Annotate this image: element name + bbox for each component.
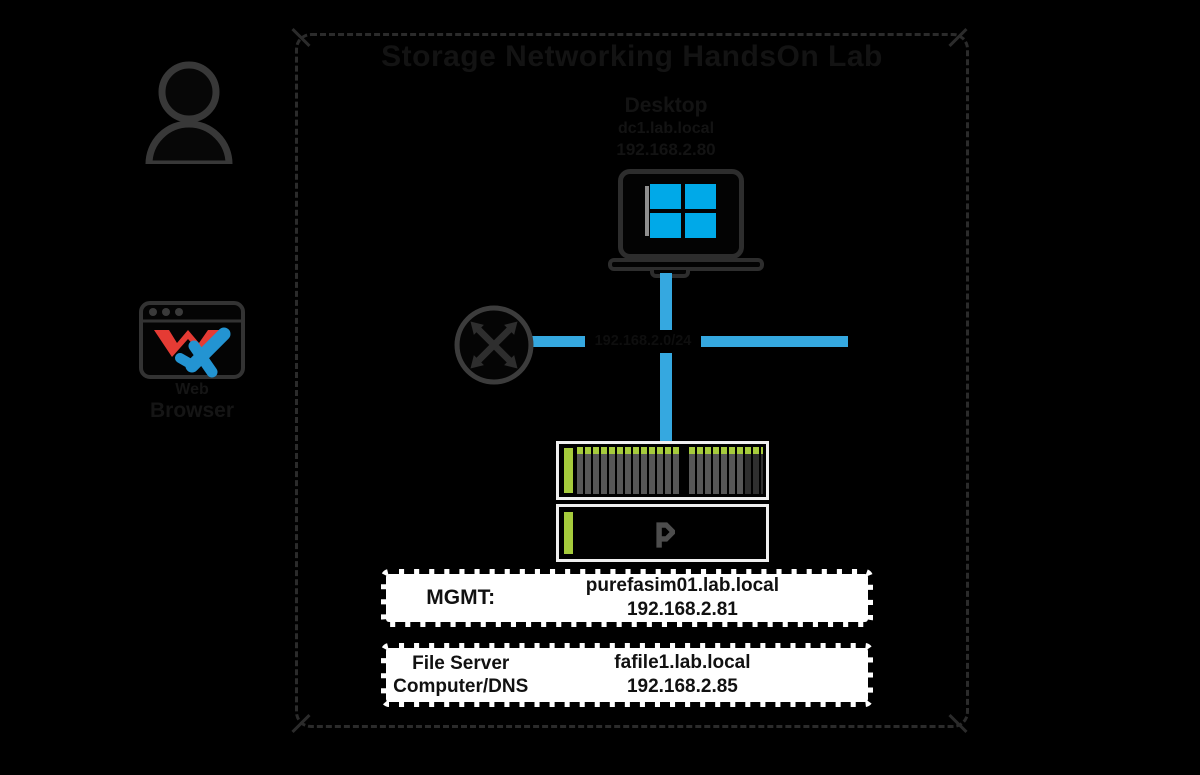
person-icon (143, 52, 235, 168)
browser-window-icon (138, 300, 246, 380)
browser-caption: Web Browser (112, 381, 272, 422)
drive-slot (713, 447, 719, 494)
laptop-icon (618, 169, 744, 259)
file-server-hostname: fafile1.lab.local (614, 652, 751, 673)
file-server-values: fafile1.lab.local 192.168.2.85 (535, 651, 829, 699)
file-server-label-line2: Computer/DNS (393, 676, 529, 697)
mgmt-hostname: purefasim01.lab.local (585, 575, 780, 596)
bezel-bar (564, 512, 573, 554)
drive-slot (689, 447, 695, 494)
pure-storage-logo-icon (655, 522, 675, 548)
drive-bay (577, 447, 763, 494)
drive-slot (625, 447, 631, 494)
drive-slot (705, 447, 711, 494)
mgmt-info-box: MGMT: purefasim01.lab.local 192.168.2.81 (381, 569, 873, 627)
browser-caption-line1: Web (175, 381, 209, 398)
desktop-ip: 192.168.2.80 (616, 140, 716, 159)
drive-slot (649, 447, 655, 494)
flasharray-controller-icon (556, 504, 769, 562)
file-server-label-line1: File Server (412, 653, 510, 674)
desktop-hostname: dc1.lab.local (617, 120, 715, 137)
window-button-icon (162, 308, 170, 316)
window-button-icon (149, 308, 157, 316)
bezel-bar (564, 448, 573, 493)
drive-slot (721, 447, 727, 494)
drive-slot (665, 447, 671, 494)
red-blue-logo-icon (154, 327, 231, 378)
drive-slot (697, 447, 703, 494)
desktop-node-labels: Desktop dc1.lab.local 192.168.2.80 (563, 94, 769, 160)
drive-slot (593, 447, 599, 494)
lab-title: Storage Networking HandsOn Lab (381, 40, 883, 73)
windows-logo-edge (645, 186, 649, 236)
browser-caption-line2: Browser (149, 399, 235, 422)
drive-slot (585, 447, 591, 494)
drive-slot (577, 447, 583, 494)
windows-logo-icon (650, 184, 716, 238)
network-segment-label: 192.168.2.0/24 (585, 330, 701, 353)
mgmt-ip: 192.168.2.81 (626, 599, 738, 620)
file-server-info-box: File Server Computer/DNS fafile1.lab.loc… (381, 643, 873, 707)
drive-slot (633, 447, 639, 494)
window-button-icon (175, 308, 183, 316)
windows-pane (685, 184, 716, 209)
windows-pane (685, 213, 716, 238)
network-switch-icon (452, 303, 536, 387)
drive-slot (761, 447, 763, 494)
drive-slot (641, 447, 647, 494)
lab-boundary-box (295, 33, 969, 728)
windows-pane (650, 213, 681, 238)
drive-slot (753, 447, 759, 494)
drive-slot (745, 447, 751, 494)
drive-slot (617, 447, 623, 494)
file-server-ip: 192.168.2.85 (626, 676, 738, 697)
drive-slot (657, 447, 663, 494)
flasharray-shelf-icon (556, 441, 769, 500)
drive-slot (737, 447, 743, 494)
mgmt-label-text: MGMT: (426, 586, 496, 609)
drive-slot (609, 447, 615, 494)
file-server-label: File Server Computer/DNS (386, 652, 535, 698)
desktop-name: Desktop (624, 94, 708, 117)
drive-slot (673, 447, 679, 494)
vertical-network-link (660, 273, 672, 442)
windows-pane (650, 184, 681, 209)
drive-slot (729, 447, 735, 494)
laptop-base (608, 258, 764, 271)
mgmt-label: MGMT: (386, 586, 535, 610)
mgmt-values: purefasim01.lab.local 192.168.2.81 (535, 574, 829, 622)
drive-slot (601, 447, 607, 494)
